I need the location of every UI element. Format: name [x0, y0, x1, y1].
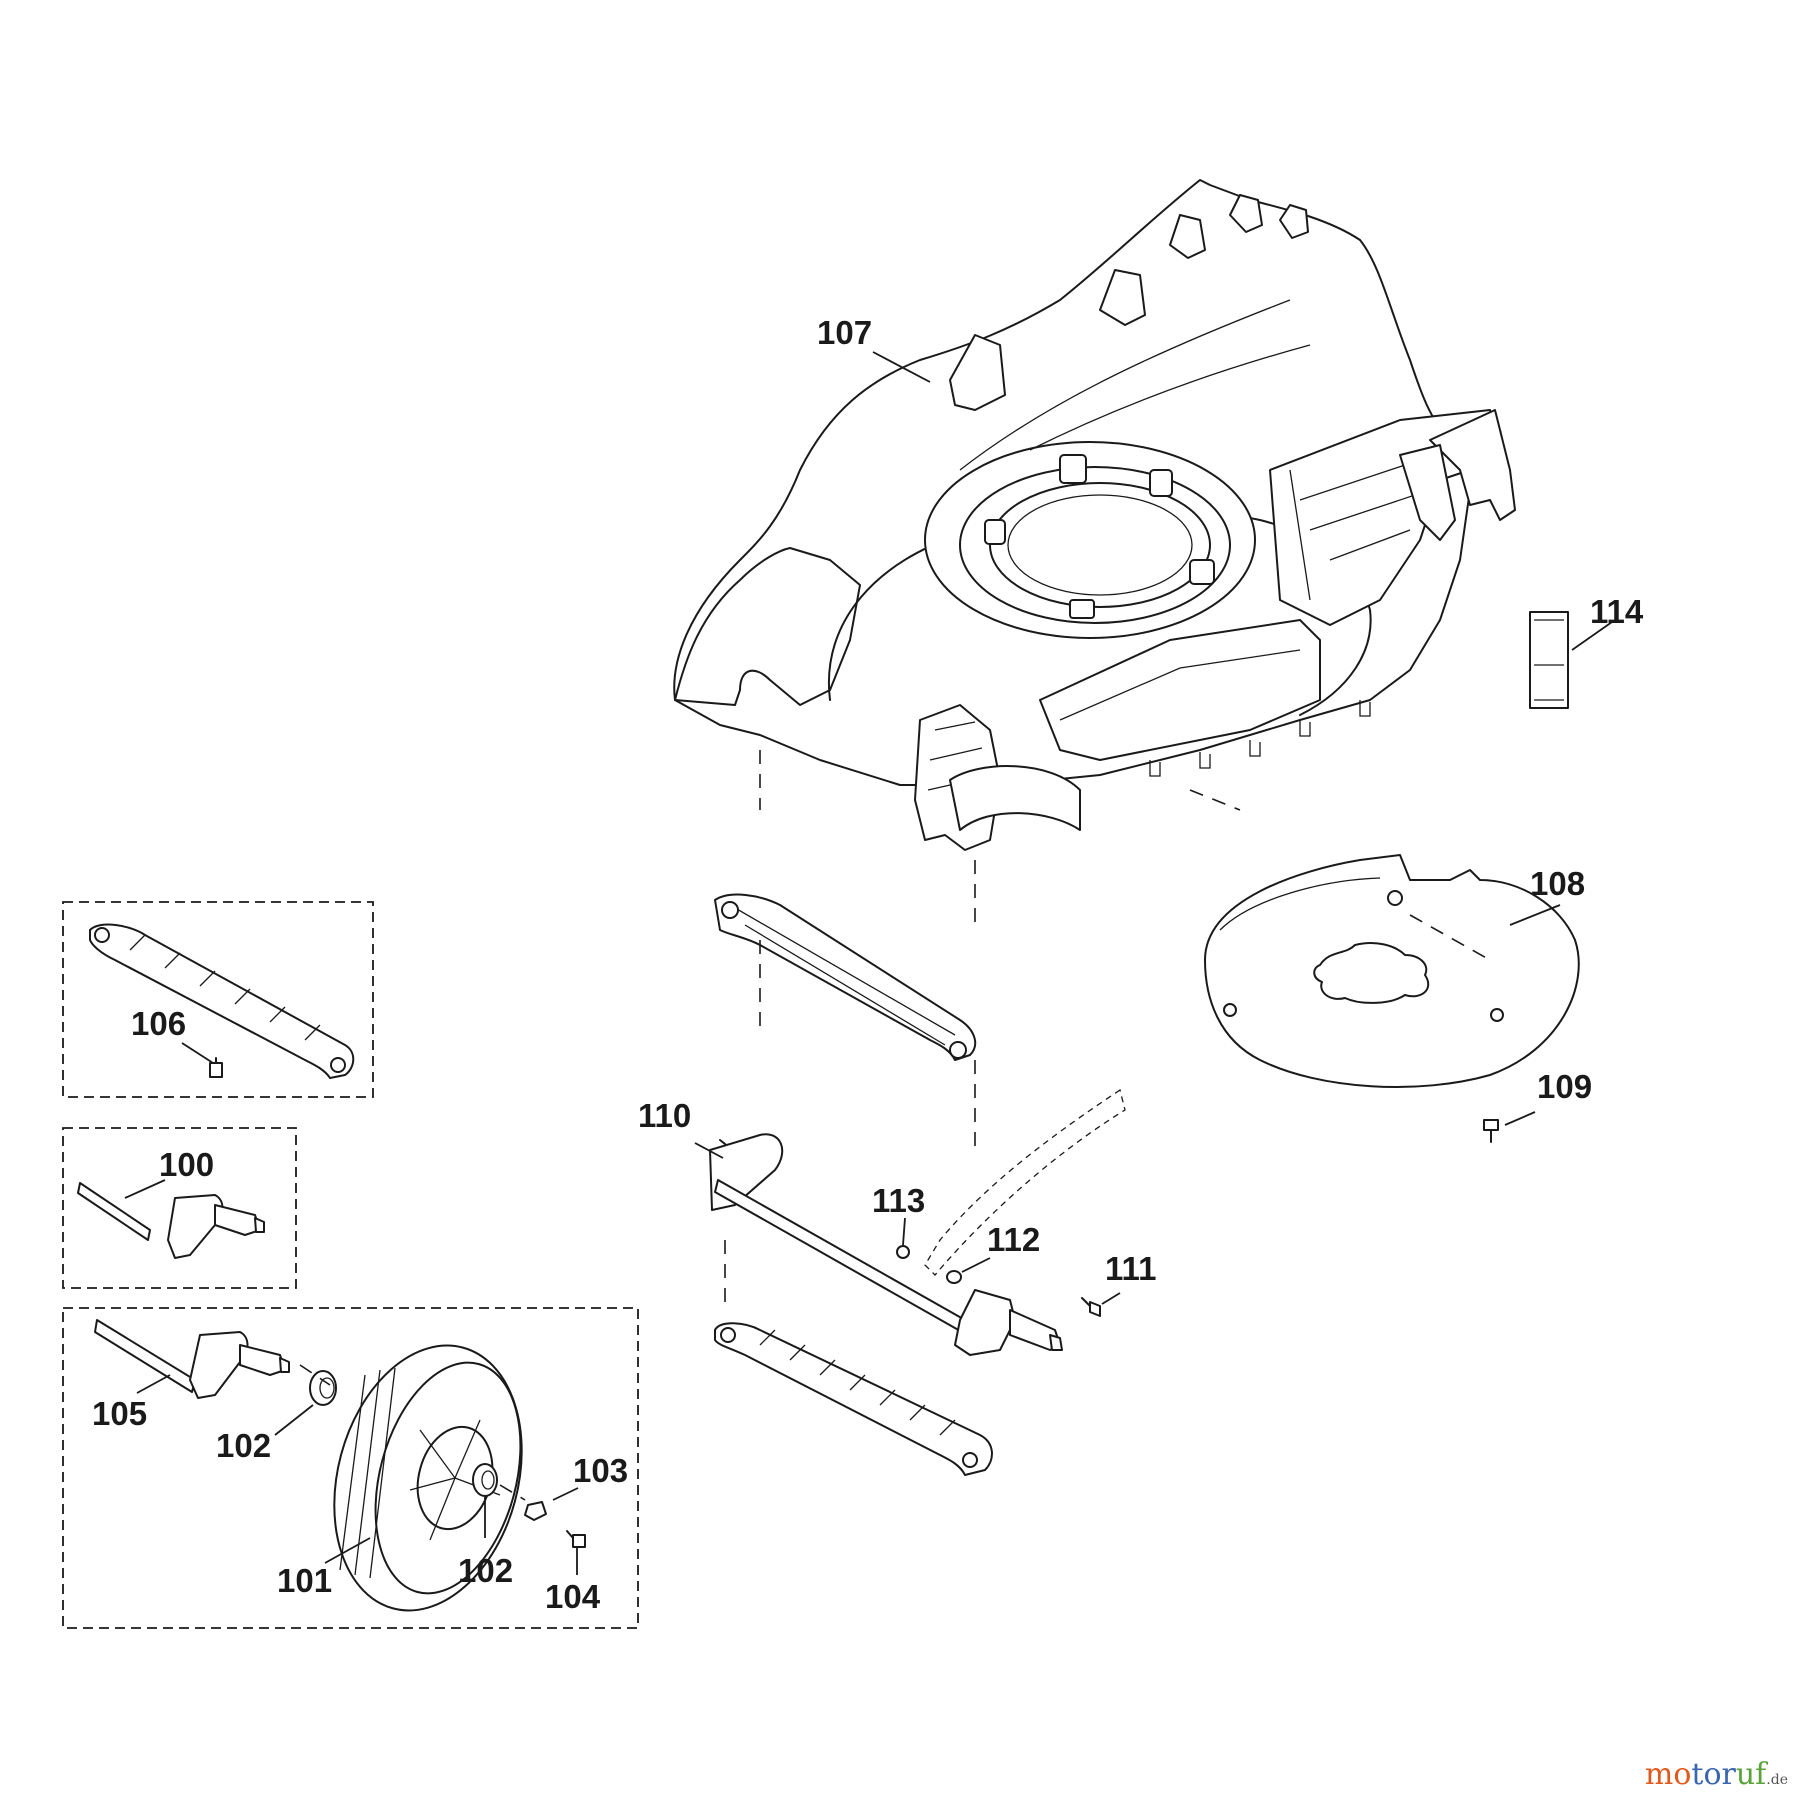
- leader-101: [324, 1537, 371, 1564]
- callout-103: 103: [573, 1452, 628, 1489]
- callout-102-outer: 102: [458, 1552, 513, 1589]
- screw-106: [209, 1057, 223, 1078]
- callout-113: 113: [872, 1182, 925, 1219]
- front-bracket: [714, 1322, 993, 1476]
- option-box-rear-bracket: [62, 901, 374, 1098]
- callout-105: 105: [92, 1395, 147, 1432]
- callout-111: 111: [1105, 1250, 1156, 1287]
- callout-112: 112: [987, 1221, 1040, 1258]
- front-axle-110: [709, 1133, 1063, 1356]
- callout-107: 107: [817, 314, 872, 351]
- leader-106: [181, 1042, 214, 1064]
- callout-109: 109: [1537, 1068, 1592, 1105]
- axle-short-100: [77, 1182, 265, 1259]
- label-tag-114: [1529, 611, 1569, 709]
- leader-111: [1101, 1292, 1121, 1305]
- leader-109: [1504, 1111, 1536, 1126]
- callout-110: 110: [638, 1097, 691, 1134]
- nut-113: [896, 1245, 910, 1259]
- alignment-line: [299, 1364, 331, 1386]
- bushing-102-outer: [472, 1463, 498, 1497]
- wheel-nut-103: [524, 1501, 547, 1521]
- callout-108: 108: [1530, 865, 1585, 902]
- callout-100: 100: [159, 1146, 214, 1183]
- bushing-102-inner: [309, 1370, 337, 1406]
- axle-assembly-105: [94, 1319, 290, 1399]
- axle-screw-111: [1081, 1297, 1101, 1317]
- washer-112: [946, 1270, 962, 1284]
- leader-108: [1509, 904, 1561, 926]
- leader-100: [124, 1179, 166, 1199]
- leader-105: [136, 1374, 171, 1394]
- leader-102-inner: [274, 1404, 314, 1436]
- leader-114: [1571, 621, 1613, 651]
- leader-112: [961, 1257, 991, 1273]
- option-box-axle: [62, 1127, 297, 1289]
- leader-103: [552, 1487, 579, 1501]
- plate-screw-109: [1483, 1119, 1499, 1143]
- baffle-plate-108: [1189, 789, 1580, 1088]
- watermark-logo: motoruf.de: [1644, 1757, 1788, 1792]
- leader-107: [872, 351, 931, 383]
- leader-110: [694, 1142, 724, 1159]
- wheel-screw-104: [566, 1530, 586, 1548]
- callout-104: 104: [545, 1578, 601, 1615]
- callout-114: 114: [1590, 593, 1644, 630]
- deck-housing-107: [673, 179, 1516, 851]
- alignment-line: [499, 1484, 526, 1501]
- side-rail: [924, 1088, 1126, 1276]
- callout-102-inner: 102: [216, 1427, 271, 1464]
- callout-101: 101: [277, 1562, 332, 1599]
- rear-bracket-center: [714, 893, 977, 1061]
- rear-bracket-option: [89, 923, 355, 1079]
- leader-113: [902, 1217, 906, 1246]
- callout-106: 106: [131, 1005, 186, 1042]
- wheel-101: [333, 1344, 523, 1612]
